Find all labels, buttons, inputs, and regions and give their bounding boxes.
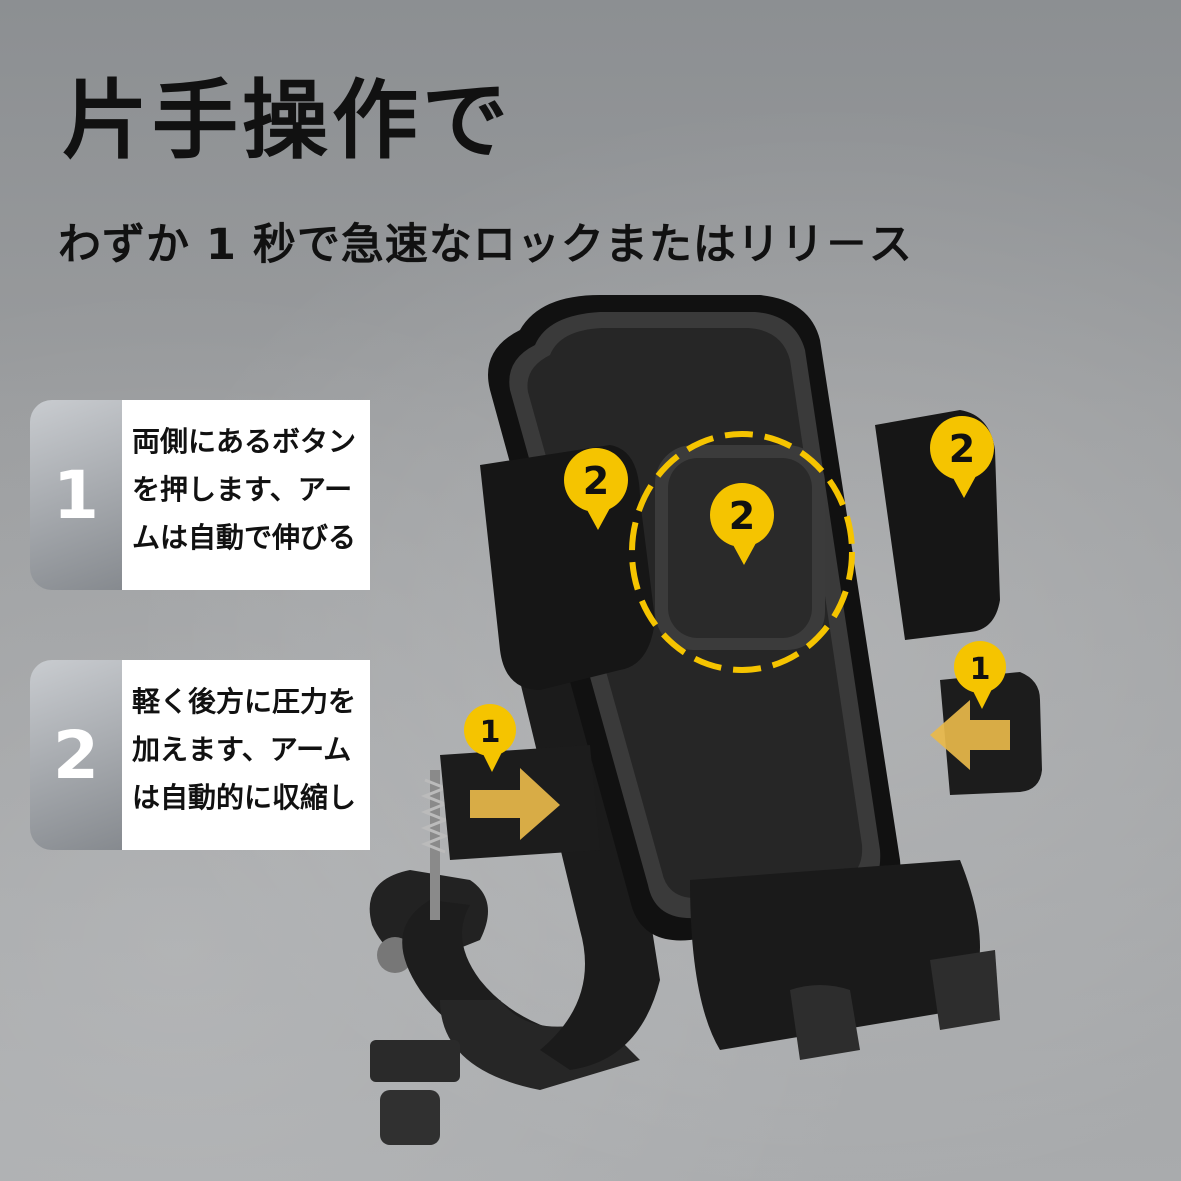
svg-text:2: 2 bbox=[729, 494, 755, 538]
page-title: 片手操作で bbox=[62, 71, 512, 171]
marker-2-left: 2 bbox=[564, 448, 628, 530]
step-description: 軽く後方に圧力を 加えます、アーム は自動的に収縮し bbox=[122, 660, 370, 850]
step-card-1: 1 両側にあるボタン を押します、アー ムは自動で伸びる bbox=[30, 400, 370, 590]
marker-1-right: 1 bbox=[954, 641, 1006, 709]
marker-1-left: 1 bbox=[464, 704, 516, 772]
step-number: 1 bbox=[30, 400, 122, 590]
svg-text:1: 1 bbox=[970, 652, 991, 687]
right-arrow-icon bbox=[930, 700, 1010, 770]
svg-text:2: 2 bbox=[949, 427, 975, 471]
svg-text:1: 1 bbox=[480, 715, 501, 750]
svg-text:2: 2 bbox=[583, 459, 609, 503]
step-card-2: 2 軽く後方に圧力を 加えます、アーム は自動的に収縮し bbox=[30, 660, 370, 850]
left-arrow-icon bbox=[470, 768, 560, 840]
step-description: 両側にあるボタン を押します、アー ムは自動で伸びる bbox=[122, 400, 370, 590]
marker-2-right: 2 bbox=[930, 416, 994, 498]
page-subtitle: わずか 1 秒で急速なロックまたはリリ－ス bbox=[58, 220, 913, 270]
step-number: 2 bbox=[30, 660, 122, 850]
marker-2-center: 2 bbox=[710, 483, 774, 565]
push-arrows bbox=[470, 700, 1010, 840]
handlebar-clamp bbox=[369, 770, 640, 1145]
step-markers: 2 2 2 1 1 bbox=[464, 416, 1006, 772]
